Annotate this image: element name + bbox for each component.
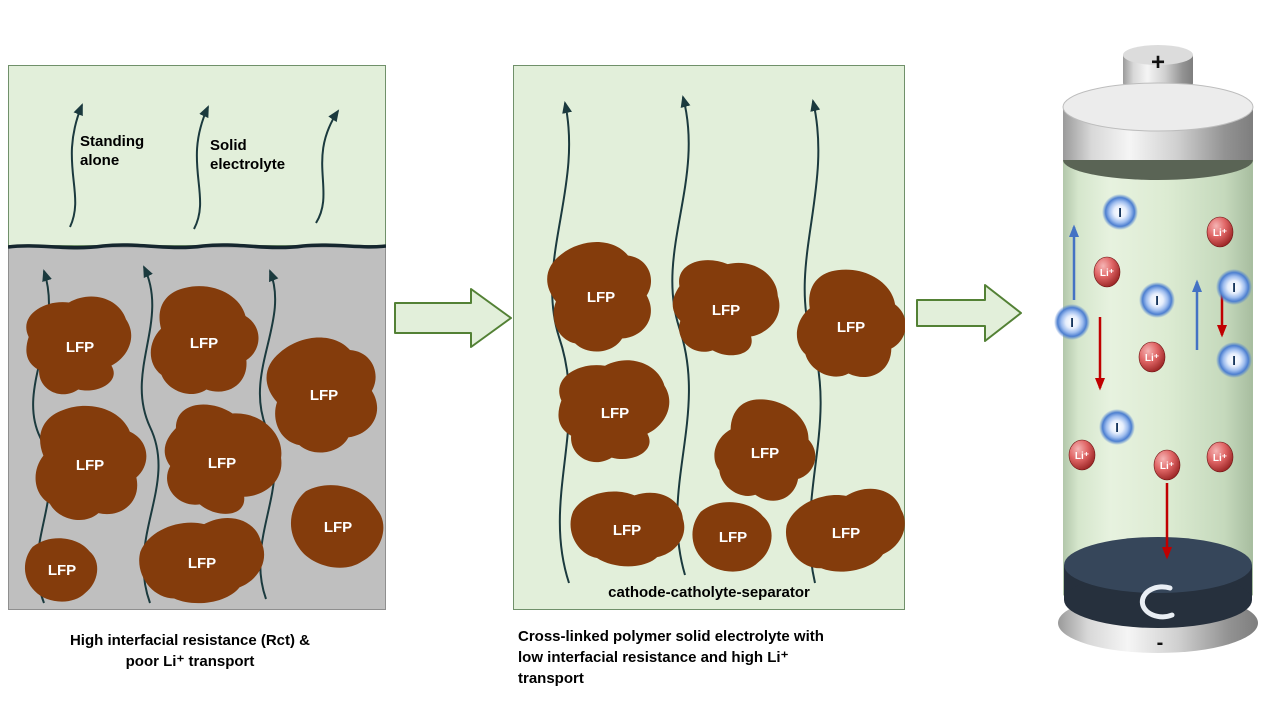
lfp-label: LFP: [208, 455, 236, 472]
iodide-ion: I: [1102, 194, 1138, 230]
ion-flow-arrows: [1069, 224, 1227, 560]
lfp-label: LFP: [188, 555, 216, 572]
lithium-ions: Li⁺ Li⁺ Li⁺ Li⁺ Li⁺ Li⁺: [1068, 216, 1234, 481]
flow-arrow-2: [916, 284, 1022, 342]
lfp-label: LFP: [601, 405, 629, 422]
li-label: Li⁺: [1160, 461, 1174, 472]
lfp-label: LFP: [613, 522, 641, 539]
lfp-label: LFP: [832, 525, 860, 542]
lfp-label: LFP: [324, 519, 352, 536]
iodide-ion: I: [1054, 304, 1090, 340]
lfp-label: LFP: [190, 335, 218, 352]
iodide-ion: I: [1216, 342, 1252, 378]
negative-electrode-disk: [1064, 537, 1252, 628]
li-label: Li⁺: [1213, 228, 1227, 239]
lfp-label: LFP: [587, 289, 615, 306]
lithium-ion: Li⁺: [1153, 449, 1181, 481]
right-block-arrow: [394, 288, 512, 348]
lfp-label: LFP: [310, 387, 338, 404]
composite-region-label: cathode-catholyte-separator: [608, 584, 810, 601]
li-path-arrow: [671, 95, 691, 576]
lithium-ion: Li⁺: [1138, 341, 1166, 373]
li-path-arrow: [551, 101, 572, 584]
li-path-arrow: [315, 109, 340, 224]
lithium-ion: Li⁺: [1206, 216, 1234, 248]
iodide-label: I: [1070, 315, 1074, 330]
iodide-label: I: [1155, 293, 1159, 308]
negative-terminal-label: -: [1157, 632, 1164, 654]
panel1-svg: LFP LFP LFP LFP LFP LFP LFP LFP: [8, 65, 386, 610]
disk-highlight-crescent: [1139, 584, 1175, 620]
flow-arrow-1: [394, 288, 512, 348]
iodide-ions: I I I I I I: [1054, 194, 1252, 445]
solid-electrolyte-label: Solid electrolyte: [210, 137, 286, 173]
iodide-label: I: [1232, 280, 1236, 295]
iodide-label: I: [1118, 205, 1122, 220]
li-label: Li⁺: [1145, 353, 1159, 364]
lfp-label: LFP: [48, 562, 76, 579]
iodide-label: I: [1115, 420, 1119, 435]
right-block-arrow: [916, 284, 1022, 342]
lfp-particles: LFP LFP LFP LFP LFP LFP LFP LFP: [539, 231, 905, 580]
li-transport-arrows-electrolyte: [69, 103, 340, 230]
standing-alone-label: Standing alone: [80, 133, 145, 169]
lithium-ion: Li⁺: [1068, 439, 1096, 471]
li-path-arrow: [69, 103, 83, 228]
iodide-ion: I: [1139, 282, 1175, 318]
li-path-arrow: [193, 105, 209, 230]
battery-illustration: - + I I: [1054, 45, 1258, 654]
panel2-svg: LFP LFP LFP LFP LFP LFP LFP LFP cathode-…: [513, 65, 905, 610]
lfp-label: LFP: [712, 302, 740, 319]
disk-top: [1064, 537, 1252, 593]
iodide-ion: I: [1216, 269, 1252, 305]
lithium-ion: Li⁺: [1206, 441, 1234, 473]
lfp-label: LFP: [719, 529, 747, 546]
terminal-top: [1123, 45, 1193, 65]
li-label: Li⁺: [1075, 451, 1089, 462]
cap-top: [1062, 82, 1254, 132]
lithium-ion: Li⁺: [1093, 256, 1121, 288]
iodide-label: I: [1232, 353, 1236, 368]
positive-terminal-label: +: [1151, 49, 1165, 76]
panel-crosslinked-electrolyte: LFP LFP LFP LFP LFP LFP LFP LFP cathode-…: [513, 65, 905, 610]
li-label: Li⁺: [1100, 268, 1114, 279]
panel2-caption: Cross-linked polymer solid electrolyte w…: [518, 628, 824, 687]
lfp-label: LFP: [76, 457, 104, 474]
iodide-ion: I: [1099, 409, 1135, 445]
lfp-label: LFP: [66, 339, 94, 356]
lfp-particles: LFP LFP LFP LFP LFP LFP LFP LFP: [19, 277, 386, 609]
panel-standalone-electrolyte: LFP LFP LFP LFP LFP LFP LFP LFP Standing…: [8, 65, 386, 610]
lfp-label: LFP: [751, 445, 779, 462]
interface-line: [8, 243, 386, 250]
li-label: Li⁺: [1213, 453, 1227, 464]
battery-cap: [1062, 82, 1254, 160]
lfp-label: LFP: [837, 319, 865, 336]
panel1-caption: High interfacial resistance (Rct) & poor…: [69, 632, 311, 670]
